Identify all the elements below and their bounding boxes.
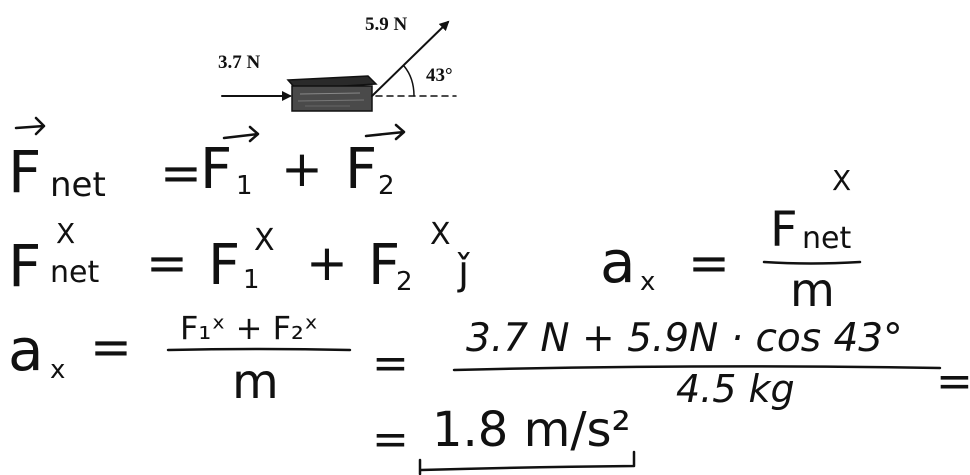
f1x-superscript: X [254,223,275,258]
equation-line-2: F net X = F 1 X + F 2 X ǰ a x = F net X … [8,164,862,317]
fnetx-symbol: F [8,232,41,300]
result-box [418,450,636,475]
numeric-fraction-bar [452,365,942,372]
vector-arrow-f2 [364,123,406,141]
fnetx-superscript: X [56,217,75,250]
numeric-fraction-numerator: 3.7 N + 5.9N · cos 43° [466,316,903,361]
fnet-subscript: net [50,165,106,205]
fnet-symbol: F [8,138,41,206]
equation-line-3: a x = F₁ˣ + F₂ˣ m = 3.7 N + 5.9N · cos 4… [8,309,970,411]
equals-sign: = [936,356,970,407]
free-body-diagram: 3.7 N 5.9 N 43° [218,14,457,112]
plus-sign: + [281,140,323,198]
final-result: 1.8 m/s² [432,402,631,458]
vector-arrow-fnet [14,116,46,136]
symbolic-fraction-denominator: m [232,354,279,410]
force1-label: 3.7 N [218,52,261,73]
f2x-superscript: X [430,217,451,252]
f2-subscript: 2 [378,171,395,201]
equals-sign: = [146,234,188,292]
numeric-fraction-denominator: 4.5 kg [676,367,795,411]
f1-symbol: F [200,137,232,202]
fraction-bar [762,260,862,265]
equals-sign: = [160,144,202,202]
f2x-symbol: F [368,233,400,298]
f2-symbol: F [345,137,377,202]
equation-line-4: = 1.8 m/s² [372,402,636,475]
plus-sign: + [306,234,348,292]
fraction-numerator-superscript: X [832,164,851,197]
equals-sign: = [372,414,409,465]
f1-subscript: 1 [236,171,253,201]
ax-symbol: a [600,228,636,296]
ax-symbol: a [8,316,44,384]
equation-line-1: F net = F 1 + F 2 [8,116,406,206]
block [286,75,378,112]
ax-subscript: x [640,267,655,297]
fraction-numerator-subscript: net [802,221,851,256]
ax-subscript: x [50,355,65,385]
force2-label: 5.9 N [365,14,408,35]
equals-sign: = [372,338,409,389]
equals-sign: = [688,234,730,292]
force2-arrow [371,20,450,97]
symbolic-fraction-bar [166,347,352,352]
f1x-symbol: F [208,233,240,298]
angle-label: 43° [426,65,453,86]
vector-arrow-f1 [222,125,260,143]
equals-sign: = [90,318,132,376]
fraction-denominator-m: m [790,263,835,317]
f1x-subscript: 1 [243,265,260,295]
angle-arc [403,65,415,97]
symbolic-fraction-numerator: F₁ˣ + F₂ˣ [180,309,318,347]
fnetx-subscript: net [50,255,99,290]
f2x-subscript: 2 [396,267,413,297]
implies-connector: ǰ [457,248,470,294]
fraction-numerator-f: F [770,202,798,258]
